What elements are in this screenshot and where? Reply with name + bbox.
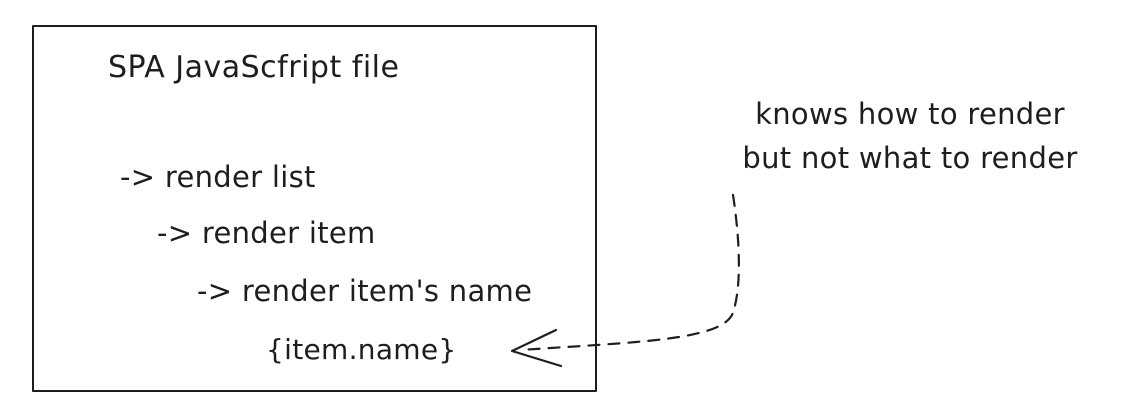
annotation-line-1: knows how to render — [755, 97, 1065, 131]
dashed-connector-line — [518, 193, 740, 352]
step-render-item-name: -> render item's name — [197, 274, 533, 308]
item-name-expression: {item.name} — [266, 333, 457, 366]
box-title: SPA JavaScfript file — [108, 50, 400, 85]
annotation-line-2: but not what to render — [742, 141, 1078, 175]
step-render-list: -> render list — [120, 160, 316, 194]
annotation-note: knows how to render but not what to rend… — [700, 92, 1120, 180]
arrow-head-icon — [510, 328, 563, 368]
spa-file-box — [32, 25, 597, 392]
step-render-item: -> render item — [157, 216, 376, 250]
